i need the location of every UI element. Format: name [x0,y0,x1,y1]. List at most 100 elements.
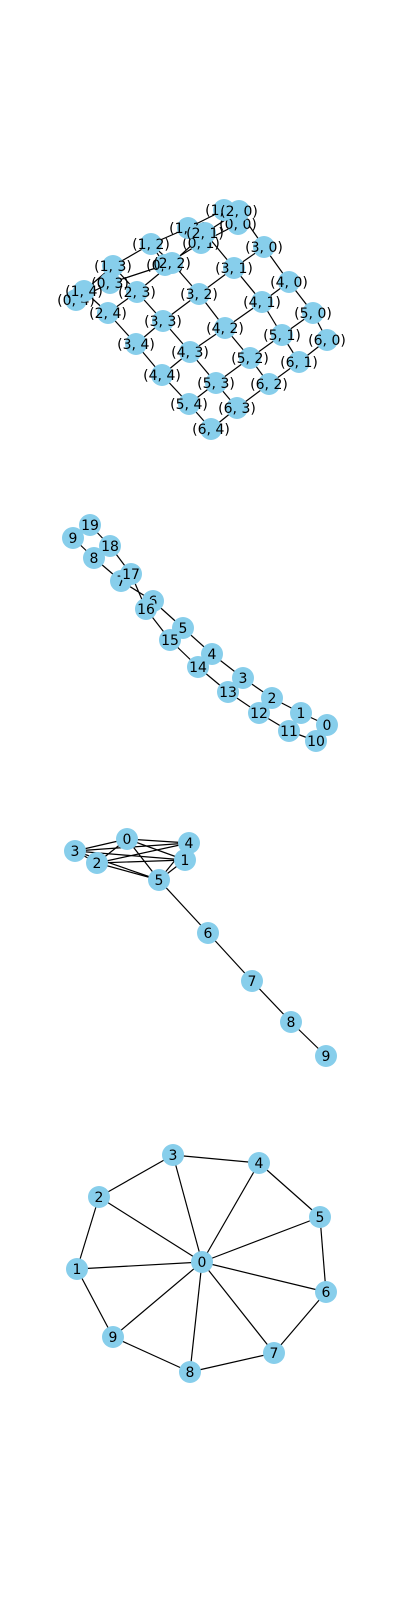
node-circle [201,643,223,665]
graph-node-6-0: (6, 0) [308,329,346,351]
node-circle [120,563,142,585]
node-circle [258,373,280,395]
node-circle [214,317,236,339]
node-circle [179,1361,201,1383]
graph-node-4: 4 [248,1152,270,1174]
graph-edge [201,1216,321,1263]
graph-node-15: 15 [159,629,181,651]
graph-node-0: 0 [191,1251,213,1273]
graph-edge [76,1261,203,1270]
graph-node-4-2: (4, 2) [206,317,244,339]
node-circle [261,687,283,709]
node-circle [99,272,121,294]
graph-node-3-4: (3, 4) [117,333,155,355]
graph-node-3-3: (3, 3) [144,310,182,332]
graph-node-4: 4 [178,832,200,854]
graph-node-8: 8 [179,1361,201,1383]
node-circle [126,281,148,303]
ladder-graph-edges [72,524,328,742]
node-circle [161,252,183,274]
node-circle [302,302,324,324]
node-circle [79,514,101,536]
graph-edge [112,1336,191,1373]
graph-node-6: 6 [197,922,219,944]
node-circle [125,333,147,355]
node-circle [288,351,310,373]
graph-node-10: 10 [305,730,327,752]
graph-node-1: 1 [290,702,312,724]
ladder-graph-nodes: 012345678910111213141516171819 [62,514,338,752]
graph-node-3: 3 [64,840,86,862]
graph-node-5-0: (5, 0) [294,302,332,324]
graph-node-7: 7 [241,970,263,992]
node-circle [315,1281,337,1303]
graph-edge [96,842,190,864]
node-circle [280,1011,302,1033]
node-circle [248,1152,270,1174]
graph-node-19: 19 [79,514,101,536]
graph-node-14: 14 [187,656,209,678]
node-circle [316,329,338,351]
graph-node-2: 2 [88,1186,110,1208]
graph-node-5-3: (5, 3) [197,372,235,394]
graph-edge [172,1154,260,1164]
graph-node-6: 6 [315,1281,337,1303]
node-circle [178,393,200,415]
node-circle [159,629,181,651]
graph-node-13: 13 [217,681,239,703]
node-circle [278,271,300,293]
graph-node-4-4: (4, 4) [143,364,181,386]
node-circle [102,255,124,277]
node-circle [177,217,199,239]
graph-node-4-1: (4, 1) [243,291,281,313]
ladder-graph-panel: 012345678910111213141516171819 [62,514,338,752]
graph-node-5-1: (5, 1) [263,324,301,346]
node-circle [241,970,263,992]
graph-node-3-0: (3, 0) [245,236,283,258]
graph-edge [158,879,209,934]
graph-edge [76,1268,114,1338]
node-circle [102,1326,124,1348]
node-circle [228,200,250,222]
node-circle [135,598,157,620]
node-circle [86,852,108,874]
graph-node-9: 9 [102,1326,124,1348]
graph-node-6-2: (6, 2) [250,373,288,395]
node-circle [197,922,219,944]
graph-node-3-1: (3, 1) [215,257,253,279]
graph-edge [76,1196,100,1270]
node-circle [99,535,121,557]
node-circle [83,547,105,569]
graph-node-4-3: (4, 3) [171,341,209,363]
graph-edge [319,1216,327,1293]
graph-node-2-3: (2, 3) [118,281,156,303]
node-circle [248,702,270,724]
graph-edge [189,1352,275,1373]
node-circle [151,364,173,386]
node-circle [62,527,84,549]
graph-node-18: 18 [99,535,121,557]
grid-graph-nodes: (0, 0)(0, 1)(0, 2)(0, 3)(0, 4)(1, 0)(1, … [57,199,346,440]
node-circle [305,730,327,752]
node-circle [309,1206,331,1228]
node-circle [73,280,95,302]
graph-node-6-1: (6, 1) [280,351,318,373]
graph-node-17: 17 [120,563,142,585]
graph-edge [98,1196,203,1263]
node-circle [232,667,254,689]
node-circle [253,236,275,258]
node-circle [88,1186,110,1208]
node-circle [140,233,162,255]
node-circle [162,1144,184,1166]
node-circle [97,302,119,324]
graph-node-8: 8 [280,1011,302,1033]
node-circle [148,869,170,891]
node-circle [217,681,239,703]
node-circle [174,849,196,871]
node-circle [239,347,261,369]
graph-node-1: 1 [66,1258,88,1280]
node-circle [200,418,222,440]
